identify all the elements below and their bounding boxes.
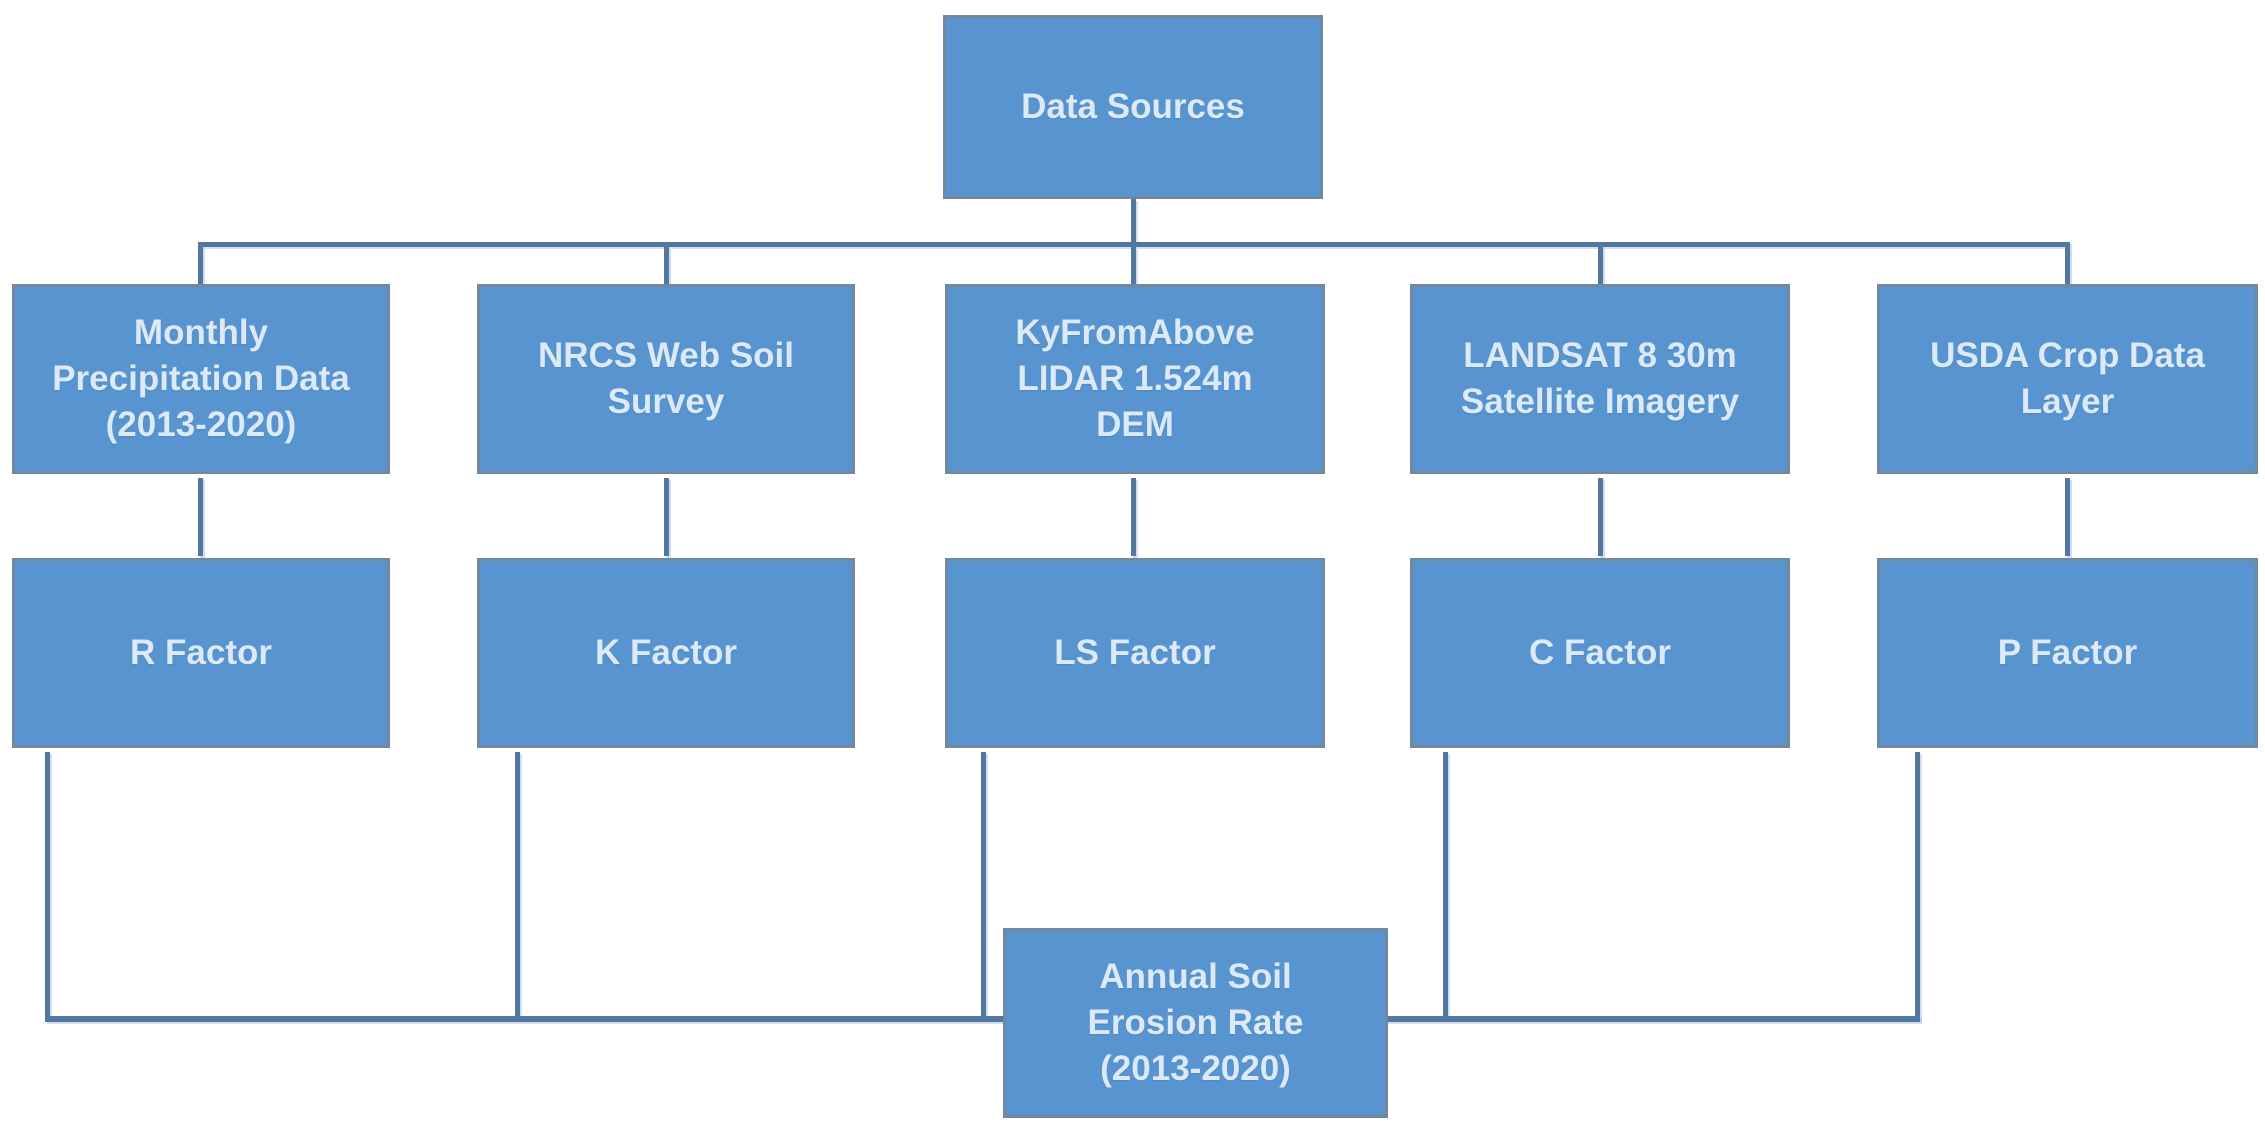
connector-landsat-to-c: [1598, 478, 1603, 556]
node-ls-factor: LS Factor: [945, 558, 1325, 748]
node-kyfromabove-lidar-dem: KyFromAbove LIDAR 1.524m DEM: [945, 284, 1325, 474]
connector-precipitation-to-r: [198, 478, 203, 556]
node-p-factor: P Factor: [1877, 558, 2258, 748]
node-r-factor: R Factor: [12, 558, 390, 748]
connector-bottom-rail-left: [45, 1016, 1005, 1022]
connector-drop-usda: [2065, 247, 2070, 284]
connector-bottom-rail-right: [1386, 1016, 1920, 1022]
node-nrcs-web-soil-survey: NRCS Web Soil Survey: [477, 284, 855, 474]
connector-drop-landsat: [1598, 247, 1603, 284]
connector-drop-lidar: [1131, 247, 1136, 284]
node-c-factor: C Factor: [1410, 558, 1790, 748]
connector-c-stem: [1443, 752, 1448, 1020]
node-k-factor: K Factor: [477, 558, 855, 748]
connector-k-stem: [515, 752, 520, 1020]
connector-root-stem: [1131, 199, 1136, 245]
node-annual-soil-erosion-rate: Annual Soil Erosion Rate (2013-2020): [1003, 928, 1388, 1118]
connector-p-stem: [1915, 752, 1920, 1020]
node-usda-crop-data-layer: USDA Crop Data Layer: [1877, 284, 2258, 474]
connector-drop-precipitation: [198, 247, 203, 284]
connector-top-rail: [198, 242, 2070, 247]
connector-nrcs-to-k: [664, 478, 669, 556]
connector-usda-to-p: [2065, 478, 2070, 556]
connector-lidar-to-ls: [1131, 478, 1136, 556]
node-monthly-precipitation-data: Monthly Precipitation Data (2013-2020): [12, 284, 390, 474]
node-data-sources: Data Sources: [943, 15, 1323, 199]
connector-drop-nrcs: [664, 247, 669, 284]
connector-ls-stem: [981, 752, 986, 1020]
node-landsat-satellite-imagery: LANDSAT 8 30m Satellite Imagery: [1410, 284, 1790, 474]
connector-r-stem: [45, 752, 50, 1020]
